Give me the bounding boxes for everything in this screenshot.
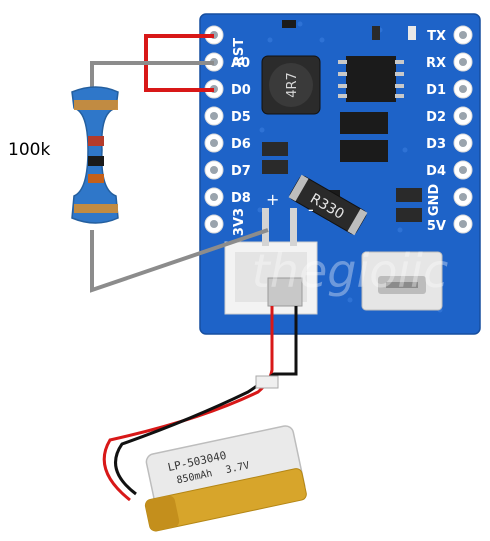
left-pin-pad-d7-hole	[210, 166, 218, 174]
micro-usb-port	[361, 251, 443, 311]
charger-ic	[338, 56, 404, 102]
right-pin-pad-gnd-hole	[459, 193, 467, 201]
pin-label-5v: 5V	[427, 219, 446, 234]
pin-label-3v3: 3V3	[232, 208, 247, 236]
left-pin-pad-3v3-hole	[210, 220, 218, 228]
pin-label-a0: A0	[231, 56, 250, 71]
right-pin-pad-d3-hole	[459, 139, 467, 147]
sot-chip-2	[340, 140, 388, 162]
left-pin-pad-d8-hole	[210, 193, 218, 201]
pin-label-d3: D3	[426, 137, 446, 152]
pin-label-tx: TX	[427, 29, 446, 44]
wemos-battery-shield-board: RST A0 D0 D5 D6 D7 D8 3V3 TX RX D1 D2 D3…	[199, 13, 481, 335]
battery-label-line3: 3.7V	[225, 460, 251, 476]
right-pin-pad-rx-hole	[459, 58, 467, 66]
battery-plug-small	[255, 375, 279, 389]
pin-label-d7: D7	[231, 164, 251, 179]
inductor: 4R7	[261, 55, 321, 115]
inductor-label: 4R7	[285, 72, 300, 98]
pin-label-d5: D5	[231, 110, 251, 125]
pin-label-d8: D8	[231, 191, 251, 206]
jst-plug	[267, 277, 303, 307]
pin-label-rst: RST	[232, 38, 247, 66]
resistor-value-label: 100k	[8, 140, 51, 160]
right-pin-pad-d4-hole	[459, 166, 467, 174]
polarity-minus: -	[308, 200, 314, 219]
lipo-battery: LP-503040 850mAh 3.7V	[144, 425, 307, 532]
left-pin-pad-d6-hole	[210, 139, 218, 147]
right-pin-pad-d2-hole	[459, 112, 467, 120]
pin-label-d4: D4	[426, 164, 446, 179]
watermark: thegioiic	[252, 244, 448, 298]
pin-label-gnd: GND	[427, 184, 442, 217]
pin-label-d6: D6	[231, 137, 251, 152]
right-pin-pad-d1-hole	[459, 85, 467, 93]
sot-chip-1	[340, 112, 388, 134]
right-pin-header	[453, 25, 473, 234]
pin-label-d2: D2	[426, 110, 446, 125]
pin-label-d0: D0	[231, 83, 251, 98]
sot-chip-3	[282, 20, 296, 28]
resistor-lead-top	[90, 61, 214, 90]
right-pin-pad-5v-hole	[459, 220, 467, 228]
resistor-lead-bottom	[90, 228, 269, 293]
smd-capacitors	[262, 26, 422, 222]
left-pin-pad-d5-hole	[210, 112, 218, 120]
right-pin-pad-tx-hole	[459, 31, 467, 39]
pin-label-rx: RX	[426, 56, 446, 71]
pin-label-d1: D1	[426, 83, 446, 98]
resistor-100k	[71, 86, 119, 224]
polarity-plus: +	[266, 190, 279, 209]
